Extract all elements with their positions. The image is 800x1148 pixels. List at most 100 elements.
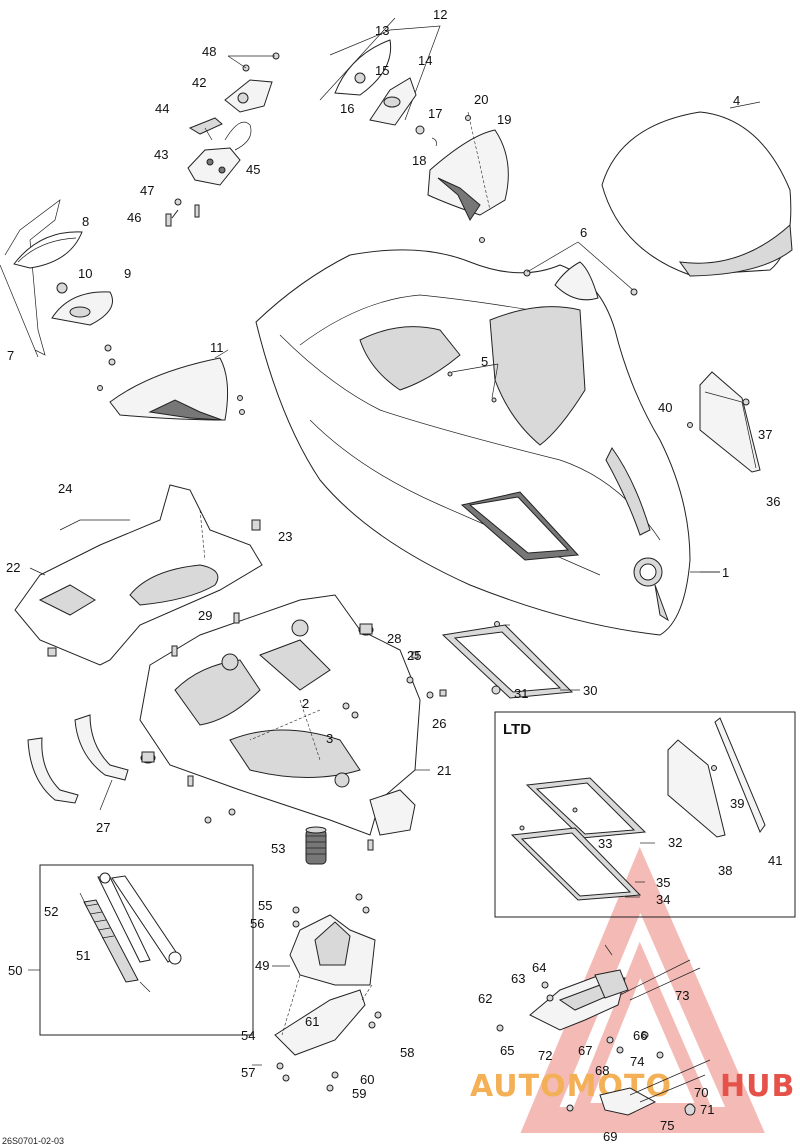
callout-37: 37 (758, 427, 772, 442)
callout-48: 48 (202, 44, 216, 59)
callout-10: 10 (78, 266, 92, 281)
callout-50: 50 (8, 963, 22, 978)
callout-22: 22 (6, 560, 20, 575)
callout-1: 1 (722, 565, 729, 580)
part-22-console (14, 484, 263, 666)
callout-15: 15 (375, 63, 389, 78)
callout-9: 9 (124, 266, 131, 281)
ltd-box: LTD (494, 711, 796, 918)
part-group-62-75 (496, 944, 711, 1116)
callout-72: 72 (538, 1048, 552, 1063)
callout-29: 29 (198, 608, 212, 623)
callout-21: 21 (437, 763, 451, 778)
callout-71: 71 (700, 1102, 714, 1117)
callout-12: 12 (433, 7, 447, 22)
callout-36: 36 (766, 494, 780, 509)
callout-31: 31 (514, 686, 528, 701)
callout-67: 67 (578, 1043, 592, 1058)
callout-65: 65 (500, 1043, 514, 1058)
part-19-deflector (415, 111, 509, 243)
callout-6: 6 (580, 225, 587, 240)
callout-62: 62 (478, 991, 492, 1006)
callout-56: 56 (250, 916, 264, 931)
part-49-bracket (274, 893, 382, 1092)
callout-74: 74 (630, 1054, 644, 1069)
callout-39: 39 (730, 796, 744, 811)
part-28-caps (140, 623, 374, 764)
part-group-42-48 (165, 52, 280, 227)
callout-46: 46 (127, 210, 141, 225)
leader-lines (29, 101, 761, 1066)
callout-61: 61 (305, 1014, 319, 1029)
callout-5: 5 (481, 354, 488, 369)
callout-27: 27 (96, 820, 110, 835)
callout-55: 55 (258, 898, 272, 913)
part-36-side-panel (687, 371, 761, 473)
callout-69: 69 (603, 1129, 617, 1144)
callout-64: 64 (532, 960, 546, 975)
callout-7: 7 (7, 348, 14, 363)
part-4-seat (601, 111, 793, 277)
part-1-hood (255, 249, 691, 636)
watermark: AUTOMOTO HUB (470, 846, 795, 1133)
callout-26: 26 (432, 716, 446, 731)
box-50 (28, 864, 254, 1036)
callout-53: 53 (271, 841, 285, 856)
callout-40: 40 (658, 400, 672, 415)
callout-75: 75 (660, 1118, 674, 1133)
callout-68: 68 (595, 1063, 609, 1078)
callout-42: 42 (192, 75, 206, 90)
callouts: 1 2 3 4 5 6 7 8 9 10 11 12 13 14 15 16 1… (6, 7, 782, 1144)
ltd-box-frame (494, 711, 796, 918)
callout-52: 52 (44, 904, 58, 919)
callout-11: 11 (210, 340, 224, 355)
callout-60: 60 (360, 1072, 374, 1087)
callout-73: 73 (675, 988, 689, 1003)
callout-35: 35 (656, 875, 670, 890)
callout-20: 20 (474, 92, 488, 107)
callout-33: 33 (598, 836, 612, 851)
callout-43: 43 (154, 147, 168, 162)
callout-45: 45 (246, 162, 260, 177)
callout-23: 23 (278, 529, 292, 544)
callout-63: 63 (511, 971, 525, 986)
reference-code: 26S0701-02-03 (2, 1136, 64, 1146)
callout-4: 4 (733, 93, 740, 108)
callout-66: 66 (633, 1028, 647, 1043)
callout-44: 44 (155, 101, 169, 116)
callout-47: 47 (140, 183, 154, 198)
callout-41: 41 (768, 853, 782, 868)
callout-49: 49 (255, 958, 269, 973)
callout-34: 34 (656, 892, 670, 907)
callout-3: 3 (326, 731, 333, 746)
part-group-7 (0, 199, 113, 358)
part-group-12 (319, 17, 441, 126)
callout-24: 24 (58, 481, 72, 496)
callout-54: 54 (241, 1028, 255, 1043)
callout-19: 19 (497, 112, 511, 127)
callout-70: 70 (694, 1085, 708, 1100)
callout-14: 14 (418, 53, 432, 68)
watermark-text-right: HUB (720, 1069, 795, 1104)
callout-25: 25 (407, 648, 421, 663)
part-30-grille (441, 621, 574, 699)
callout-30: 30 (583, 683, 597, 698)
callout-38: 38 (718, 863, 732, 878)
part-27-straps (27, 714, 129, 811)
callout-16: 16 (340, 101, 354, 116)
callout-18: 18 (412, 153, 426, 168)
callout-57: 57 (241, 1065, 255, 1080)
callout-32: 32 (668, 835, 682, 850)
part-53-boot (305, 826, 327, 865)
callout-28: 28 (387, 631, 401, 646)
callout-59: 59 (352, 1086, 366, 1101)
ltd-box-label: LTD (503, 721, 531, 738)
box-50-frame (39, 864, 254, 1036)
part-11-windshield (97, 344, 245, 421)
callout-17: 17 (428, 106, 442, 121)
callout-13: 13 (375, 23, 389, 38)
callout-58: 58 (400, 1045, 414, 1060)
callout-2: 2 (302, 696, 309, 711)
part-21-body-tray (139, 594, 447, 851)
